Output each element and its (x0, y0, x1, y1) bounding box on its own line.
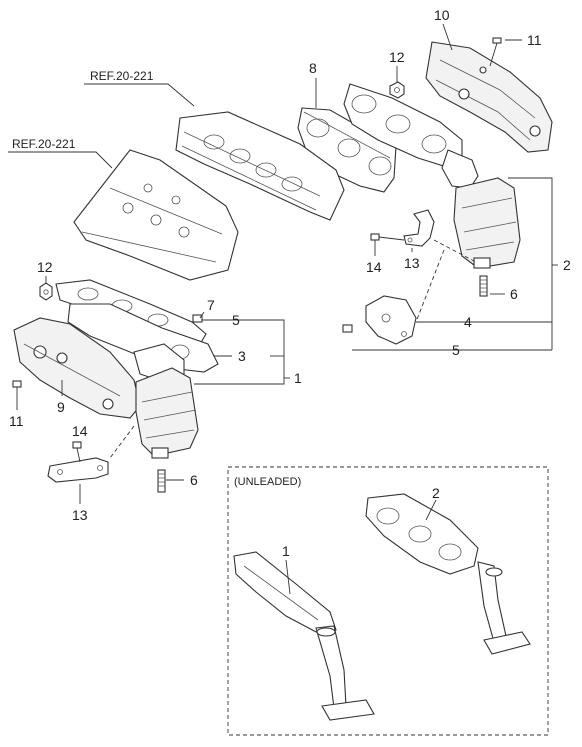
nut-12-left (39, 282, 53, 301)
bolt-11-left (12, 380, 22, 388)
bolt-11-upper (489, 37, 502, 67)
ref-label-left: REF.20-221 (12, 137, 76, 151)
bolt-14-left (72, 441, 82, 463)
catalytic-converter-left (133, 343, 199, 459)
leader-lines (8, 23, 558, 595)
manifold-1-unleaded (233, 551, 375, 721)
callout-2-inset: 2 (432, 485, 440, 501)
callout-7: 7 (207, 297, 215, 313)
callout-12-upper: 12 (389, 49, 405, 65)
heat-shield-left (13, 317, 141, 419)
cylinder-head-upper (175, 111, 345, 221)
callout-4: 4 (464, 314, 472, 330)
callout-2: 2 (563, 257, 571, 273)
heat-shield-right (425, 41, 553, 153)
inset-title: (UNLEADED) (234, 476, 301, 488)
cylinder-head-left (73, 149, 239, 281)
callout-11-upper: 11 (527, 32, 542, 48)
callout-9: 9 (57, 399, 65, 415)
nut-12-upper (389, 81, 405, 99)
bolt-5-left (192, 314, 203, 323)
callout-3: 3 (238, 348, 246, 364)
bolt-5-right (342, 324, 353, 333)
callout-10: 10 (434, 7, 450, 23)
callout-8: 8 (309, 60, 317, 76)
callout-11-left: 11 (9, 413, 24, 429)
bracket-13-left (47, 457, 109, 483)
callout-13-right: 13 (404, 255, 420, 271)
callout-5-right: 5 (452, 342, 460, 358)
callout-6-right: 6 (510, 286, 518, 302)
bolt-14-right (370, 233, 405, 241)
callout-12-left: 12 (37, 259, 53, 275)
stud-6-left (157, 469, 166, 493)
callout-14-right: 14 (366, 259, 382, 275)
bracket-13-right (403, 209, 435, 247)
manifold-2-unleaded (365, 493, 531, 655)
callout-6-left: 6 (190, 472, 198, 488)
callout-1: 1 (294, 370, 302, 386)
catalytic-converter-right (441, 149, 521, 269)
bracket-4 (365, 295, 417, 345)
callout-5-left: 5 (232, 312, 240, 328)
callout-14-left: 14 (72, 423, 88, 439)
stud-6-right (479, 275, 488, 297)
callout-13-left: 13 (72, 507, 88, 523)
callout-1-inset: 1 (282, 543, 290, 559)
ref-label-upper: REF.20-221 (90, 69, 154, 83)
